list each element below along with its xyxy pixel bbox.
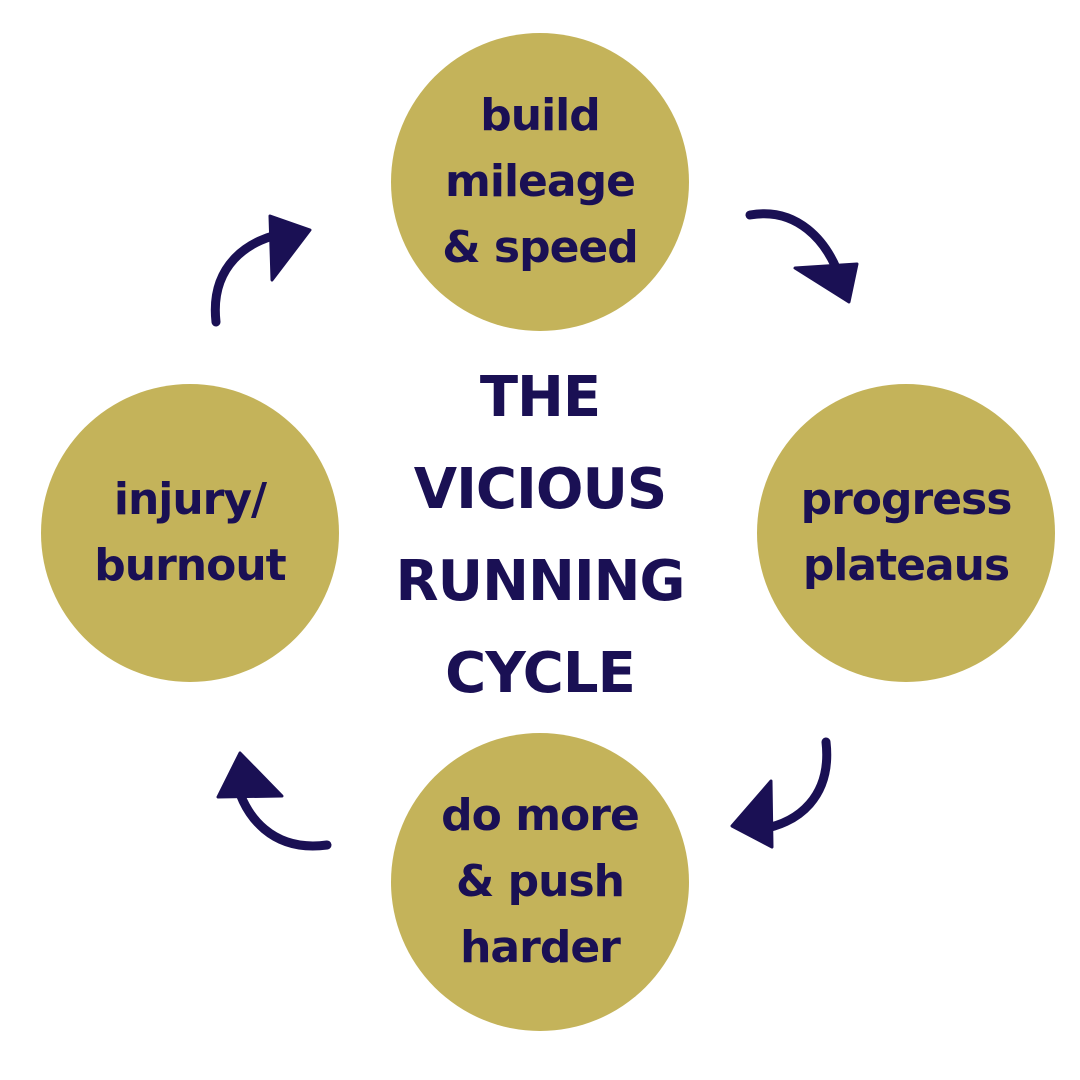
title-line: RUNNING	[395, 549, 686, 614]
cycle-node-progress-plateaus: progress plateaus	[757, 384, 1055, 682]
arrow-head	[793, 262, 859, 304]
cycle-node-do-more: do more & push harder	[391, 733, 689, 1031]
cycle-node-label: progress plateaus	[800, 467, 1013, 599]
node-label-line: do more	[441, 790, 640, 841]
cycle-node-injury-burnout: injury/ burnout	[41, 384, 339, 682]
title-line: CYCLE	[445, 641, 636, 706]
node-label-line: injury/	[113, 474, 267, 525]
curved-arrow-icon	[216, 751, 332, 851]
node-label-line: & speed	[442, 222, 639, 273]
title-line: VICIOUS	[413, 457, 668, 522]
arrow-head	[730, 779, 774, 849]
node-label-line: build	[480, 90, 600, 141]
arrow-shaft	[750, 737, 832, 835]
arrow-shaft	[229, 767, 332, 851]
arrow-head	[268, 214, 312, 282]
cycle-node-label: build mileage & speed	[442, 83, 639, 281]
curved-arrow-icon	[210, 214, 312, 327]
curved-arrow-icon	[745, 209, 859, 304]
title-line: THE	[479, 365, 601, 430]
node-label-line: harder	[460, 922, 621, 973]
arrow-shaft	[745, 209, 847, 289]
node-label-line: progress	[800, 474, 1013, 525]
node-label-line: plateaus	[802, 540, 1010, 591]
cycle-node-build-mileage: build mileage & speed	[391, 33, 689, 331]
node-label-line: mileage	[445, 156, 636, 207]
curved-arrow-icon	[730, 737, 832, 849]
cycle-node-label: injury/ burnout	[94, 467, 286, 599]
node-label-line: burnout	[94, 540, 286, 591]
cycle-node-label: do more & push harder	[441, 783, 640, 981]
node-label-line: & push	[455, 856, 625, 907]
arrow-head	[216, 751, 284, 799]
arrow-shaft	[210, 227, 297, 327]
diagram-title: THE VICIOUS RUNNING CYCLE	[340, 352, 740, 720]
